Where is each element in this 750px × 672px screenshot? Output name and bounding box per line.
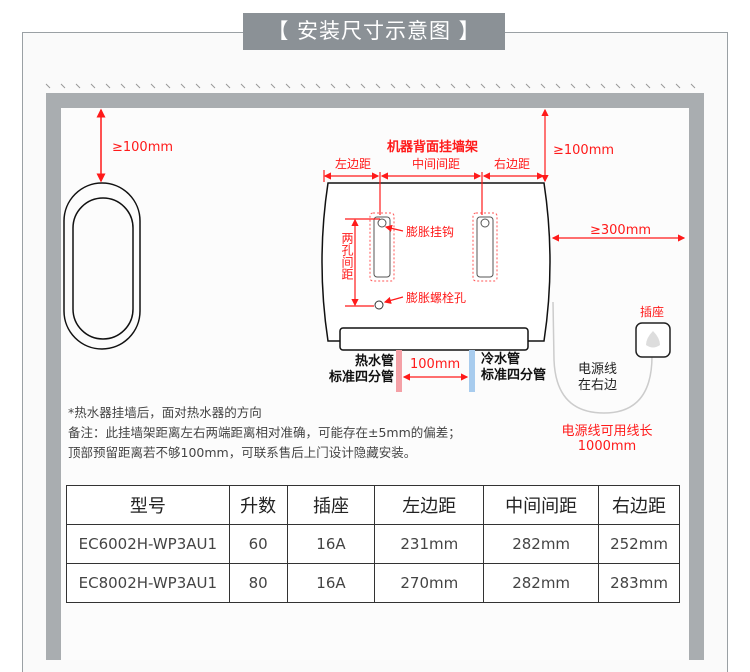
socket-label: 插座	[640, 305, 665, 319]
power-cord-length-line2: 1000mm	[577, 439, 637, 454]
page-title: 【 安装尺寸示意图 】	[243, 13, 505, 50]
expansion-bolt-hole-label: 膨胀螺栓孔	[406, 291, 467, 305]
header-middle-spacing: 中间间距	[483, 485, 600, 525]
table-row: EC8002H-WP3AU1 80 16A 270mm 282mm 283mm	[66, 563, 680, 603]
cell-capacity: 60	[228, 524, 288, 564]
right-margin-label: 右边距	[494, 157, 531, 171]
hot-pipe-label-line1: 热水管	[354, 354, 394, 369]
power-cord-side-line1: 电源线	[578, 362, 618, 377]
note-line: *热水器挂墙后，面对热水器的方向	[68, 405, 262, 420]
wall-hatching	[45, 83, 696, 89]
table-header-row: 型号 升数 插座 左边距 中间间距 右边距	[66, 485, 680, 525]
cell-capacity: 80	[228, 563, 288, 603]
hot-pipe	[396, 350, 402, 392]
spec-table: 型号 升数 插座 左边距 中间间距 右边距 EC6002H-WP3AU1 60 …	[66, 485, 680, 603]
wall-top	[46, 93, 704, 108]
hole-spacing-label: 两孔间距	[340, 232, 354, 280]
note-line: 备注：此挂墙架距离左右两端距离相对准确，可能存在±5mm的偏差；	[68, 425, 461, 440]
power-cord	[552, 301, 653, 414]
wall-right	[689, 93, 704, 660]
power-cord-length-label: 电源线可用线长 1000mm	[556, 424, 658, 454]
cell-right-margin: 283mm	[598, 563, 680, 603]
mirror-icon	[63, 182, 141, 350]
power-cord-length-line1: 电源线可用线长	[561, 424, 653, 439]
cell-model: EC6002H-WP3AU1	[66, 524, 230, 564]
header-socket: 插座	[286, 485, 376, 525]
table-row: EC6002H-WP3AU1 60 16A 231mm 282mm 252mm	[66, 524, 680, 564]
power-cord-side-line2: 在右边	[578, 378, 618, 393]
bracket-title: 机器背面挂墙架	[387, 140, 479, 155]
hot-pipe-label-line2: 标准四分管	[328, 370, 394, 385]
cell-left-margin: 270mm	[374, 563, 485, 603]
top-clearance-left-label: ≥100mm	[112, 140, 174, 155]
header-capacity: 升数	[228, 485, 288, 525]
water-heater-body	[321, 182, 551, 342]
cold-pipe-label-line1: 冷水管	[481, 352, 521, 367]
left-margin-label: 左边距	[335, 157, 372, 171]
expansion-hook-label: 膨胀挂钩	[406, 225, 455, 239]
header-right-margin: 右边距	[598, 485, 680, 525]
cold-pipe-label: 冷水管 标准四分管	[481, 352, 546, 384]
bracket-icon	[369, 212, 498, 282]
pipe-spacing-label: 100mm	[410, 357, 461, 372]
cell-model: EC8002H-WP3AU1	[66, 563, 230, 603]
bolt-hole-icon	[374, 300, 384, 310]
cell-middle-spacing: 282mm	[483, 563, 600, 603]
cell-middle-spacing: 282mm	[483, 524, 600, 564]
hot-pipe-label: 热水管 标准四分管	[322, 354, 394, 386]
header-model: 型号	[66, 485, 230, 525]
notes: *热水器挂墙后，面对热水器的方向 备注：此挂墙架距离左右两端距离相对准确，可能存…	[68, 403, 461, 463]
cold-pipe-label-line2: 标准四分管	[481, 368, 547, 383]
wall-left	[46, 93, 61, 660]
cell-socket: 16A	[286, 563, 376, 603]
cell-socket: 16A	[286, 524, 376, 564]
note-line: 顶部预留距离若不够100mm，可联系售后上门设计隐藏安装。	[68, 445, 417, 460]
middle-spacing-label: 中间间距	[412, 157, 461, 171]
cell-right-margin: 252mm	[598, 524, 680, 564]
heater-tray	[339, 327, 529, 351]
cell-left-margin: 231mm	[374, 524, 485, 564]
top-clearance-right-label: ≥100mm	[553, 143, 615, 158]
cold-pipe	[469, 350, 475, 392]
right-clearance-label: ≥300mm	[590, 223, 652, 238]
header-left-margin: 左边距	[374, 485, 485, 525]
power-cord-side-label: 电源线 在右边	[578, 362, 617, 394]
